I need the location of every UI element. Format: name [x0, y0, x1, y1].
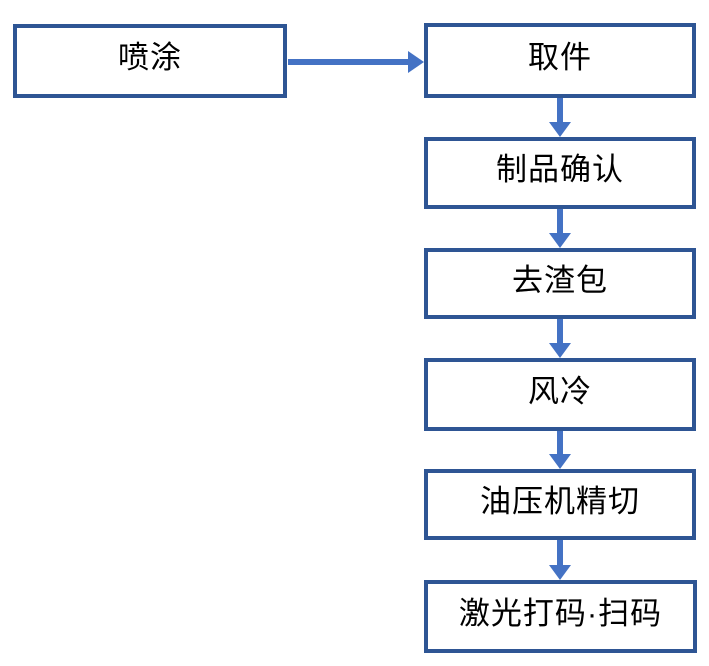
node-air-cooling: 风冷	[424, 358, 696, 431]
arrow-stem	[557, 319, 563, 343]
node-slag-removal: 去渣包	[424, 248, 696, 319]
arrow-stem	[557, 209, 563, 233]
node-spray-coating-label: 喷涂	[118, 40, 182, 75]
node-hydraulic-precision-cutting: 油压机精切	[424, 469, 696, 540]
node-spray-coating: 喷涂	[13, 24, 287, 98]
arrow-precision-cutting-to-laser-marking	[549, 540, 571, 580]
arrow-stem	[557, 540, 563, 565]
node-laser-marking-scanning: 激光打码·扫码	[424, 580, 697, 653]
arrow-stem	[288, 59, 408, 65]
arrow-stem	[557, 431, 563, 454]
arrow-down-head-icon	[549, 565, 571, 580]
arrow-down-head-icon	[549, 233, 571, 248]
node-product-confirmation-label: 制品确认	[496, 152, 624, 187]
arrow-air-cooling-to-precision-cutting	[549, 431, 571, 469]
arrow-pickup-to-confirmation	[549, 98, 571, 137]
arrow-stem	[557, 98, 563, 122]
arrow-slag-removal-to-air-cooling	[549, 319, 571, 358]
node-part-pickup-label: 取件	[528, 39, 592, 75]
arrow-down-head-icon	[549, 454, 571, 469]
node-part-pickup: 取件	[424, 23, 696, 98]
node-hydraulic-precision-cutting-label: 油压机精切	[480, 483, 640, 519]
node-slag-removal-label: 去渣包	[512, 262, 608, 298]
arrow-down-head-icon	[549, 343, 571, 358]
arrow-right-head-icon	[408, 51, 424, 73]
arrow-confirmation-to-slag-removal	[549, 209, 571, 248]
arrow-down-head-icon	[549, 122, 571, 137]
node-product-confirmation: 制品确认	[424, 137, 696, 209]
node-air-cooling-label: 风冷	[528, 373, 592, 409]
node-laser-marking-scanning-label: 激光打码·扫码	[458, 595, 663, 631]
arrow-spray-to-pickup	[288, 51, 424, 73]
